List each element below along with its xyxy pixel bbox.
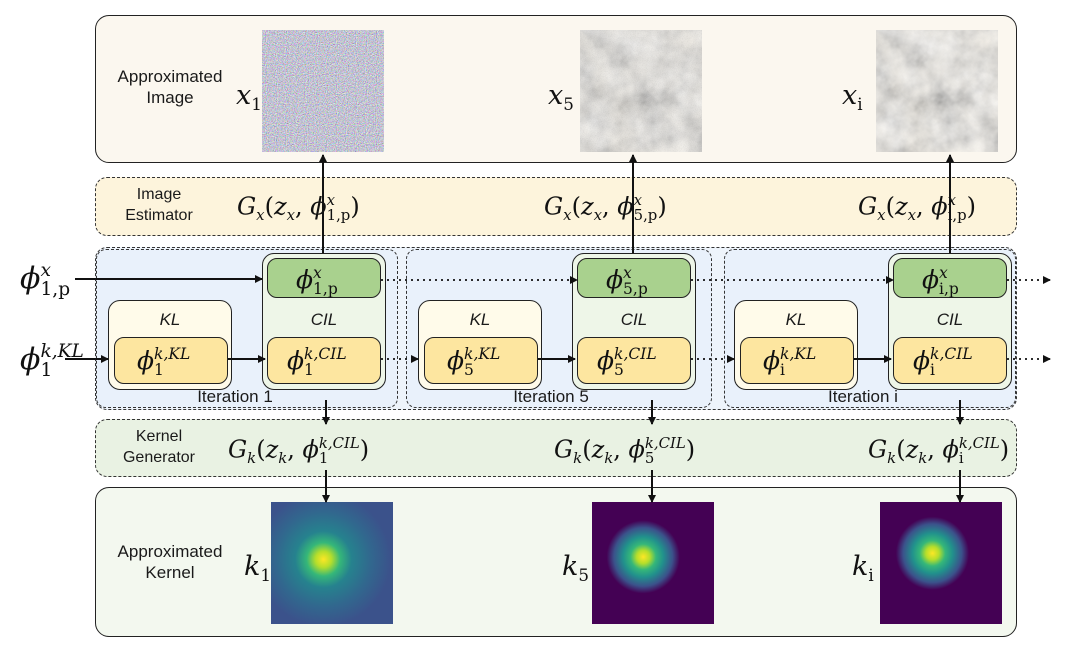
- phi-kl-box-1: [114, 337, 228, 384]
- iteration-5-label: Iteration 5: [513, 387, 589, 406]
- phi-kl-box-5: [424, 337, 538, 384]
- crater-image-x5: [580, 30, 702, 152]
- phi-x-box-5: [577, 258, 691, 298]
- x1-label: x1: [236, 80, 262, 114]
- kl-label-1: KL: [159, 310, 181, 329]
- ki-label: ki: [852, 551, 874, 585]
- x5-label: x5: [548, 80, 574, 114]
- image-estimator-label: Image Estimator: [125, 186, 193, 224]
- phi-cil-box-i: [893, 337, 1007, 384]
- k5-label: k5: [562, 551, 590, 585]
- phi-x-box-1: [267, 258, 381, 298]
- xi-label: xi: [842, 80, 863, 114]
- kernel-generator-band: [95, 419, 1017, 477]
- kernel-image-k5: [592, 502, 714, 624]
- kernel-image-k1: [271, 502, 393, 624]
- phi-cil-box-1: [267, 337, 381, 384]
- approximated-kernel-panel: [95, 487, 1017, 637]
- crater-image-xi: [876, 30, 998, 152]
- kl-label-i: KL: [785, 310, 807, 329]
- phi-cil-box-5: [577, 337, 691, 384]
- kernel-image-ki: [880, 502, 1002, 624]
- k1-label: k1: [244, 551, 272, 585]
- approximated-image-label: Approximated Image: [117, 67, 223, 107]
- cil-label-i: CIL: [936, 310, 964, 329]
- image-estimator-band: [95, 177, 1017, 236]
- kl-label-5: KL: [469, 310, 491, 329]
- cil-label-5: CIL: [620, 310, 648, 329]
- iteration-1-label: Iteration 1: [197, 387, 273, 406]
- iteration-i-label: Iteration i: [828, 387, 898, 406]
- phi-kl-box-i: [740, 337, 854, 384]
- approximated-kernel-label: Approximated Kernel: [117, 542, 223, 582]
- noise-image-x1: [262, 30, 384, 152]
- approximated-image-panel: [95, 15, 1017, 163]
- cil-label-1: CIL: [310, 310, 338, 329]
- kernel-generator-label: Kernel Generator: [122, 428, 196, 466]
